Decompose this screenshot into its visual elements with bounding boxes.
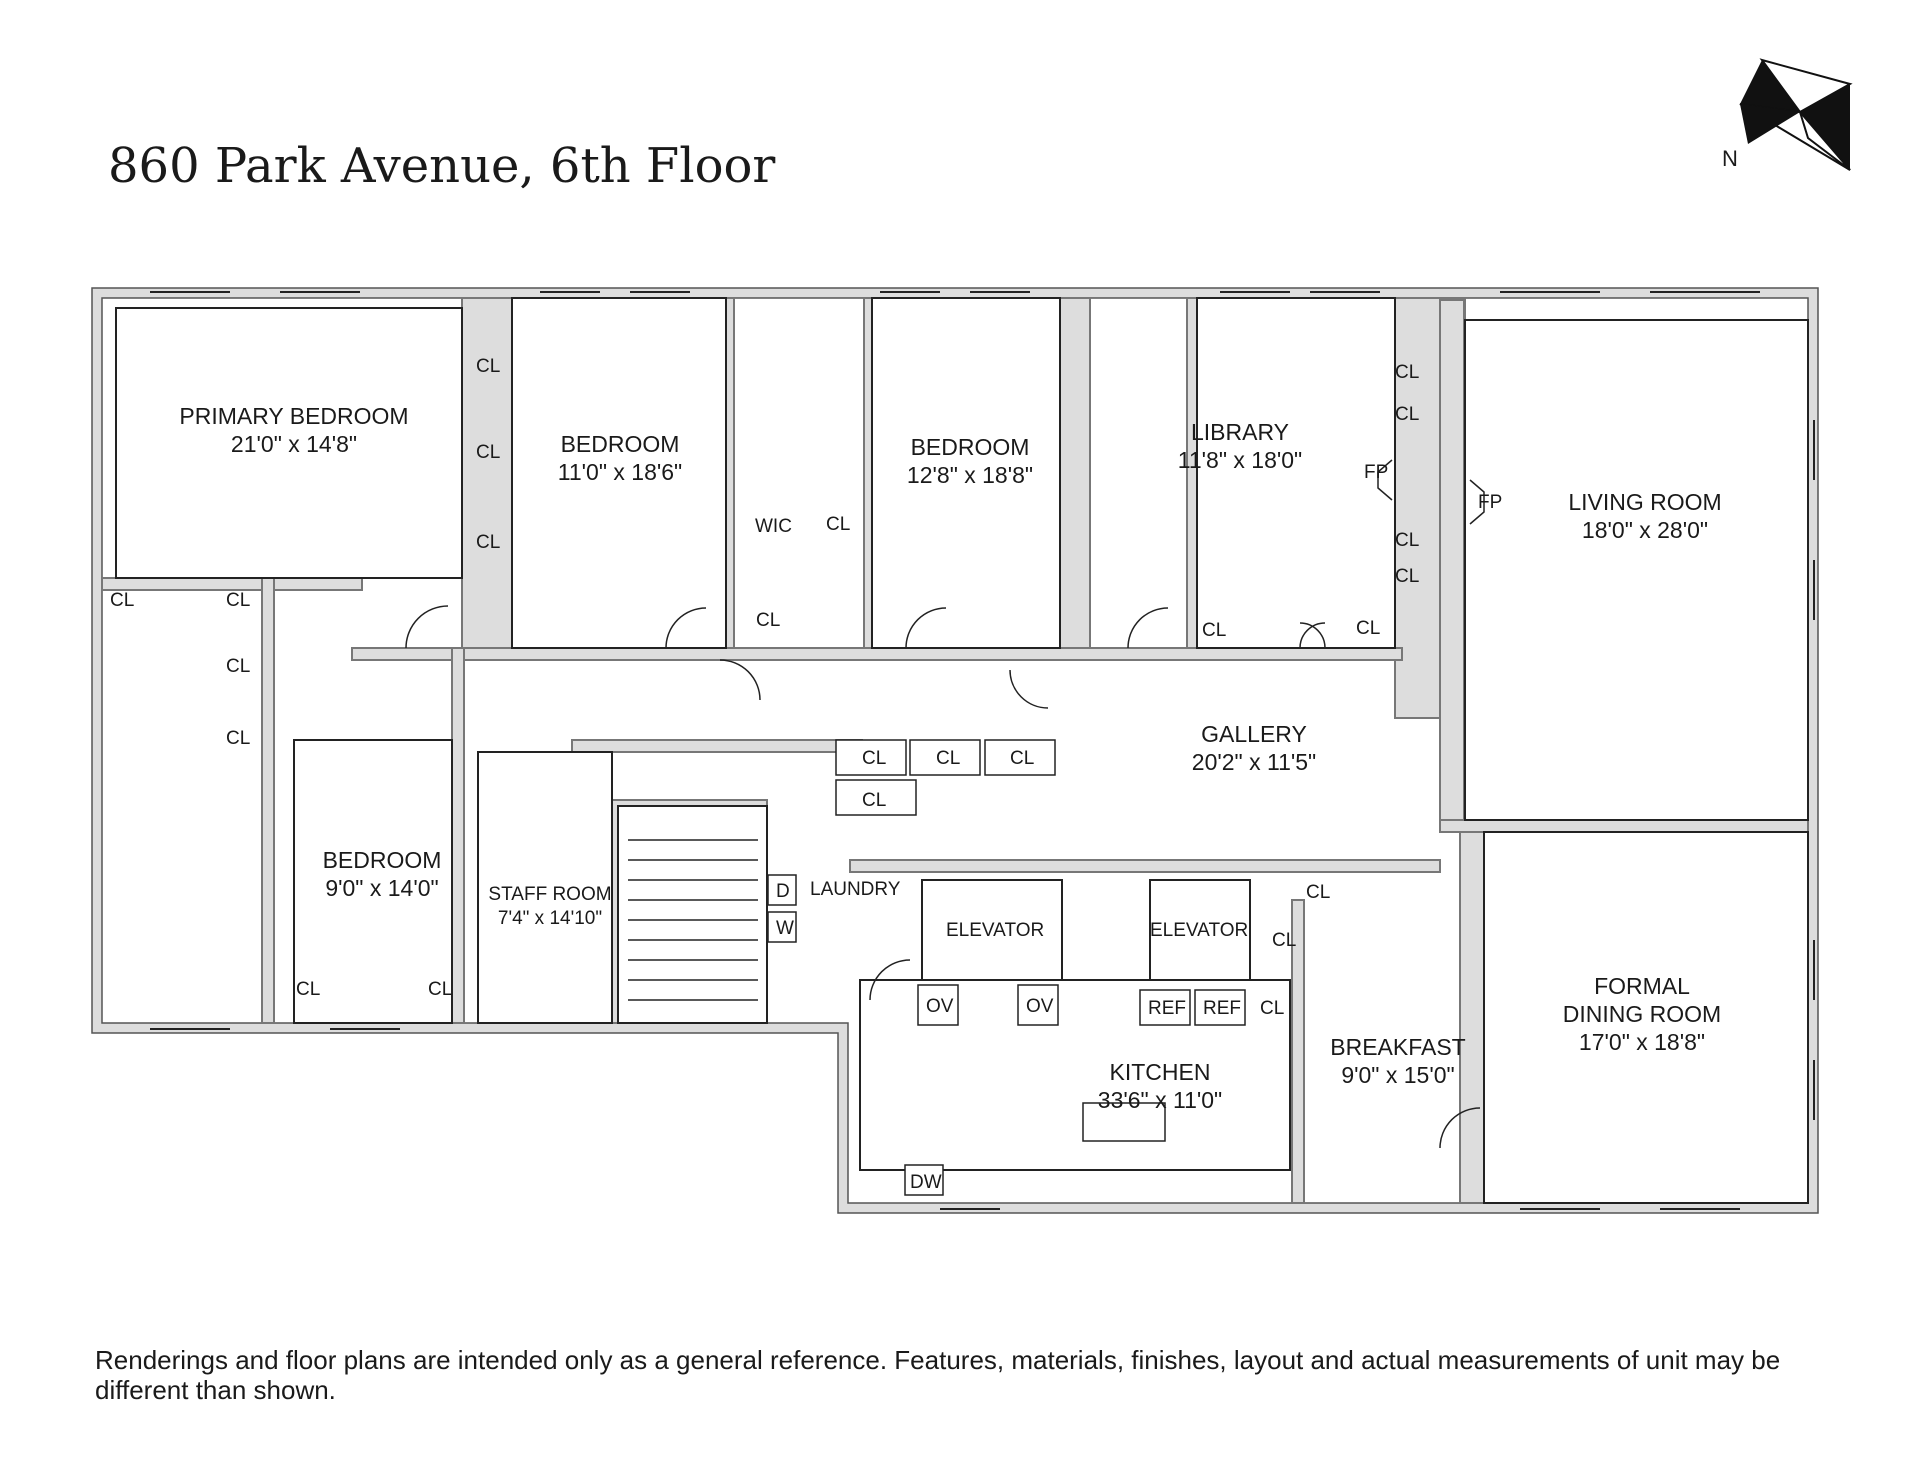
oven-label: OV bbox=[1026, 996, 1054, 1017]
library-label: LIBRARY bbox=[1191, 419, 1289, 445]
room-outlines bbox=[115, 297, 1809, 1204]
closet-label: CL bbox=[1010, 748, 1034, 769]
primary-bedroom-label: PRIMARY BEDROOM bbox=[179, 403, 408, 429]
closet-label: CL bbox=[862, 790, 886, 811]
kitchen-dim: 33'6" x 11'0" bbox=[1098, 1087, 1222, 1113]
closet-label: CL bbox=[226, 656, 250, 677]
primary-bedroom-dim: 21'0" x 14'8" bbox=[231, 431, 357, 457]
bedroom-2-dim: 12'8" x 18'8" bbox=[907, 462, 1033, 488]
library-dim: 11'8" x 18'0" bbox=[1178, 447, 1302, 473]
elevator-label: ELEVATOR bbox=[946, 920, 1044, 941]
dryer-label: D bbox=[776, 881, 790, 902]
living-room-label: LIVING ROOM bbox=[1568, 489, 1721, 515]
bedroom-1-dim: 11'0" x 18'6" bbox=[558, 459, 682, 485]
washer-label: W bbox=[776, 918, 794, 939]
closet-label: CL bbox=[862, 748, 886, 769]
staff-room-dim: 7'4" x 14'10" bbox=[498, 908, 602, 929]
closet-label: CL bbox=[476, 356, 500, 377]
oven-label: OV bbox=[926, 996, 954, 1017]
plan-title: 860 Park Avenue, 6th Floor bbox=[108, 138, 776, 194]
bedroom-3-label: BEDROOM bbox=[323, 847, 442, 873]
dishwasher-label: DW bbox=[910, 1172, 942, 1193]
closet-label: CL bbox=[110, 590, 134, 611]
formal-dining-label-1: FORMAL bbox=[1594, 973, 1690, 999]
laundry-label: LAUNDRY bbox=[810, 879, 901, 900]
closet-label: CL bbox=[1306, 882, 1330, 903]
closet-label: CL bbox=[1395, 566, 1419, 587]
windows bbox=[150, 291, 1815, 1210]
closet-label: CL bbox=[226, 728, 250, 749]
closet-label: CL bbox=[476, 442, 500, 463]
fireplace-label: FP bbox=[1364, 462, 1388, 483]
closet-label: CL bbox=[1260, 998, 1284, 1019]
breakfast-dim: 9'0" x 15'0" bbox=[1341, 1062, 1454, 1088]
closet-label: CL bbox=[428, 979, 452, 1000]
fixture-boxes bbox=[767, 739, 1246, 1196]
closet-label: CL bbox=[1395, 530, 1419, 551]
fireplace-label: FP bbox=[1478, 492, 1502, 513]
refrigerator-label: REF bbox=[1203, 998, 1241, 1019]
closet-label: CL bbox=[826, 514, 850, 535]
formal-dining-label-2: DINING ROOM bbox=[1563, 1001, 1721, 1027]
bedroom-2-label: BEDROOM bbox=[911, 434, 1030, 460]
compass-label: N bbox=[1722, 146, 1738, 171]
kitchen-label: KITCHEN bbox=[1110, 1059, 1211, 1085]
formal-dining-dim: 17'0" x 18'8" bbox=[1579, 1029, 1705, 1055]
closet-label: CL bbox=[936, 748, 960, 769]
compass-rose-icon bbox=[1739, 58, 1853, 171]
bedroom-1-label: BEDROOM bbox=[561, 431, 680, 457]
closet-label: CL bbox=[756, 610, 780, 631]
stairs bbox=[628, 839, 758, 1001]
fireplaces bbox=[1377, 459, 1485, 525]
closet-label: CL bbox=[1356, 618, 1380, 639]
breakfast-label: BREAKFAST bbox=[1330, 1034, 1465, 1060]
closet-label: CL bbox=[226, 590, 250, 611]
gallery-label: GALLERY bbox=[1201, 721, 1307, 747]
closet-label: CL bbox=[1272, 930, 1296, 951]
elevator-label: ELEVATOR bbox=[1150, 920, 1248, 941]
walk-in-closet-label: WIC bbox=[755, 516, 792, 537]
door-swings bbox=[405, 605, 1481, 1149]
closet-label: CL bbox=[1202, 620, 1226, 641]
refrigerator-label: REF bbox=[1148, 998, 1186, 1019]
closet-label: CL bbox=[476, 532, 500, 553]
closet-label: CL bbox=[296, 979, 320, 1000]
disclaimer-text: Renderings and floor plans are intended … bbox=[95, 1345, 1781, 1405]
gallery-dim: 20'2" x 11'5" bbox=[1192, 749, 1316, 775]
staff-room-label: STAFF ROOM bbox=[488, 884, 611, 905]
living-room-dim: 18'0" x 28'0" bbox=[1582, 517, 1708, 543]
bedroom-3-dim: 9'0" x 14'0" bbox=[325, 875, 438, 901]
closet-label: CL bbox=[1395, 362, 1419, 383]
closet-label: CL bbox=[1395, 404, 1419, 425]
